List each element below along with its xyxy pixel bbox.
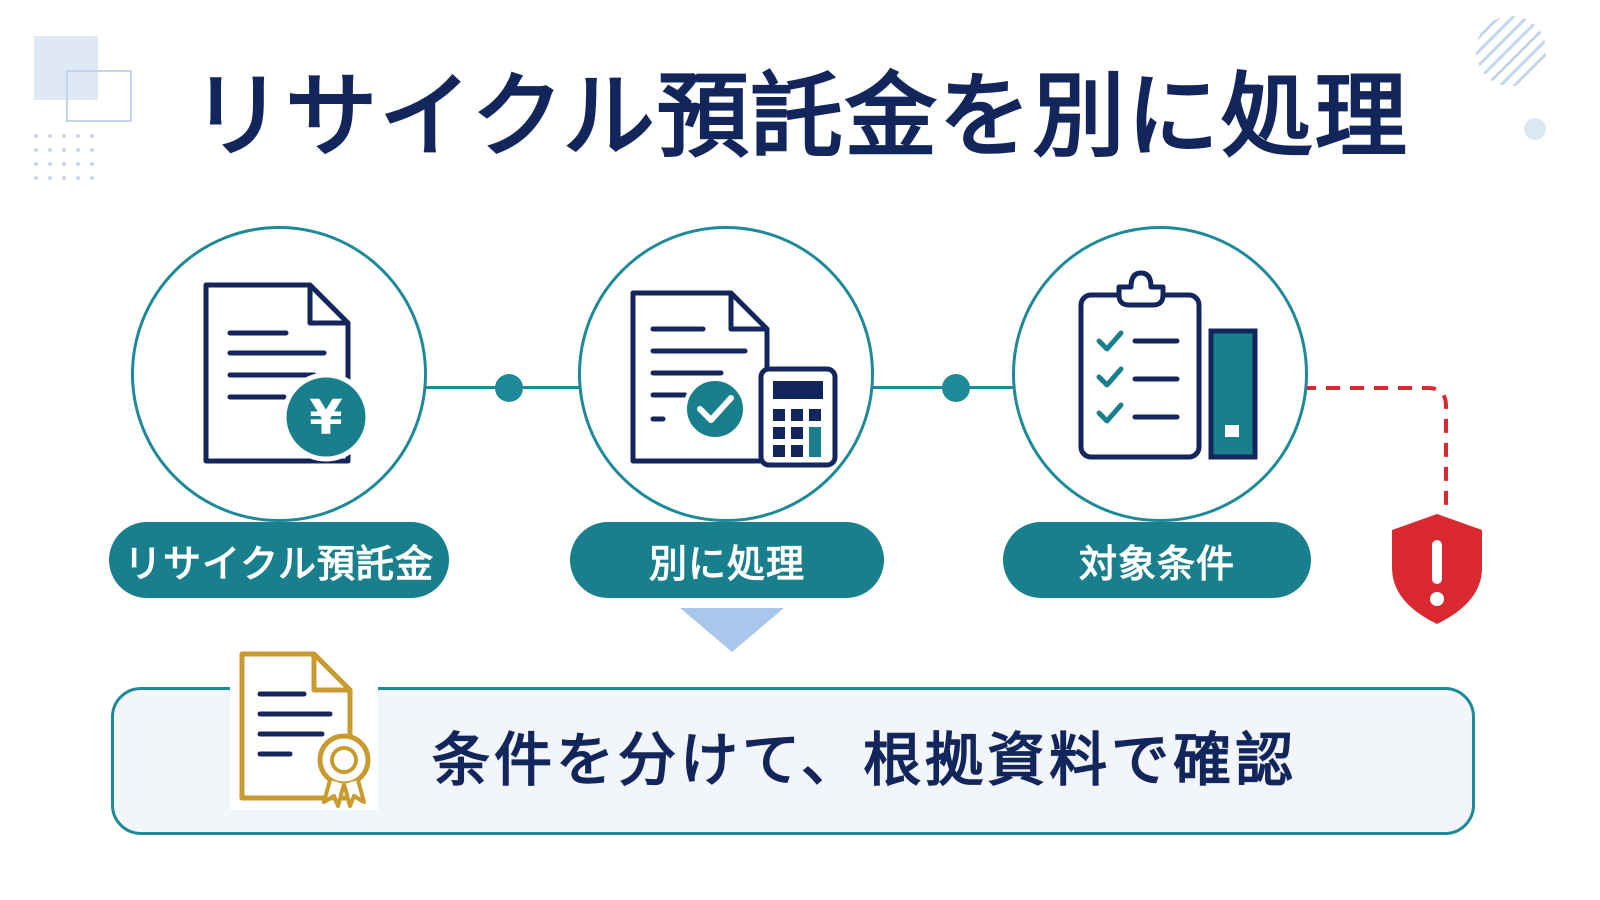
decor-small-dot	[1524, 118, 1546, 140]
shield-alert-icon	[1392, 514, 1482, 624]
step-1-circle: ¥	[131, 226, 427, 522]
decor-square-outline	[66, 70, 132, 122]
page-title: リサイクル預託金を別に処理	[191, 63, 1409, 170]
decor-dot-grid	[34, 134, 94, 180]
connector-dot-2	[942, 374, 970, 402]
document-calculator-icon	[630, 290, 838, 468]
result-text: 条件を分けて、根拠資料で確認	[432, 726, 1298, 794]
step-1-label: リサイクル預託金	[109, 522, 449, 598]
alert-dashed-connector	[1302, 386, 1448, 512]
clipboard-checklist-icon	[1078, 270, 1258, 460]
yen-symbol: ¥	[309, 390, 342, 446]
step-3-label: 対象条件	[1003, 522, 1311, 598]
decor-hatched-circle	[1476, 16, 1546, 86]
step-2-label: 別に処理	[570, 522, 884, 598]
step-3-circle	[1012, 226, 1308, 522]
document-yen-icon: ¥	[203, 282, 371, 464]
certificate-document-icon	[230, 648, 378, 810]
step-2-circle	[578, 226, 874, 522]
connector-dot-1	[495, 374, 523, 402]
down-arrow-icon	[680, 608, 784, 652]
